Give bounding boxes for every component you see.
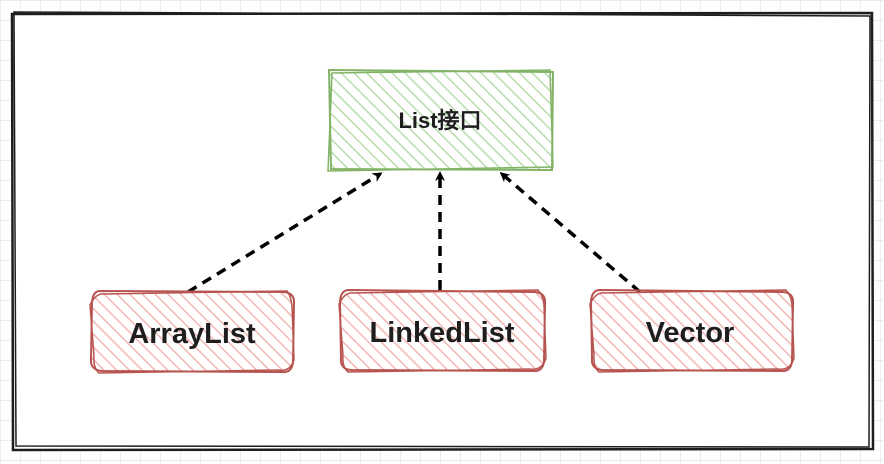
vector-label: Vector [646, 317, 735, 349]
edges [187, 171, 642, 294]
linkedlist-node[interactable]: LinkedList [338, 288, 547, 373]
list-interface-label: List接口 [398, 108, 481, 133]
linkedlist-label: LinkedList [369, 317, 514, 349]
vector-node[interactable]: Vector [589, 288, 795, 373]
edge-vector-to-list [499, 172, 642, 294]
arraylist-label: ArrayList [128, 318, 256, 350]
list-interface-node[interactable]: List接口 [327, 68, 555, 172]
edge-arraylist-to-list [187, 172, 383, 294]
arraylist-node[interactable]: ArrayList [89, 289, 296, 374]
